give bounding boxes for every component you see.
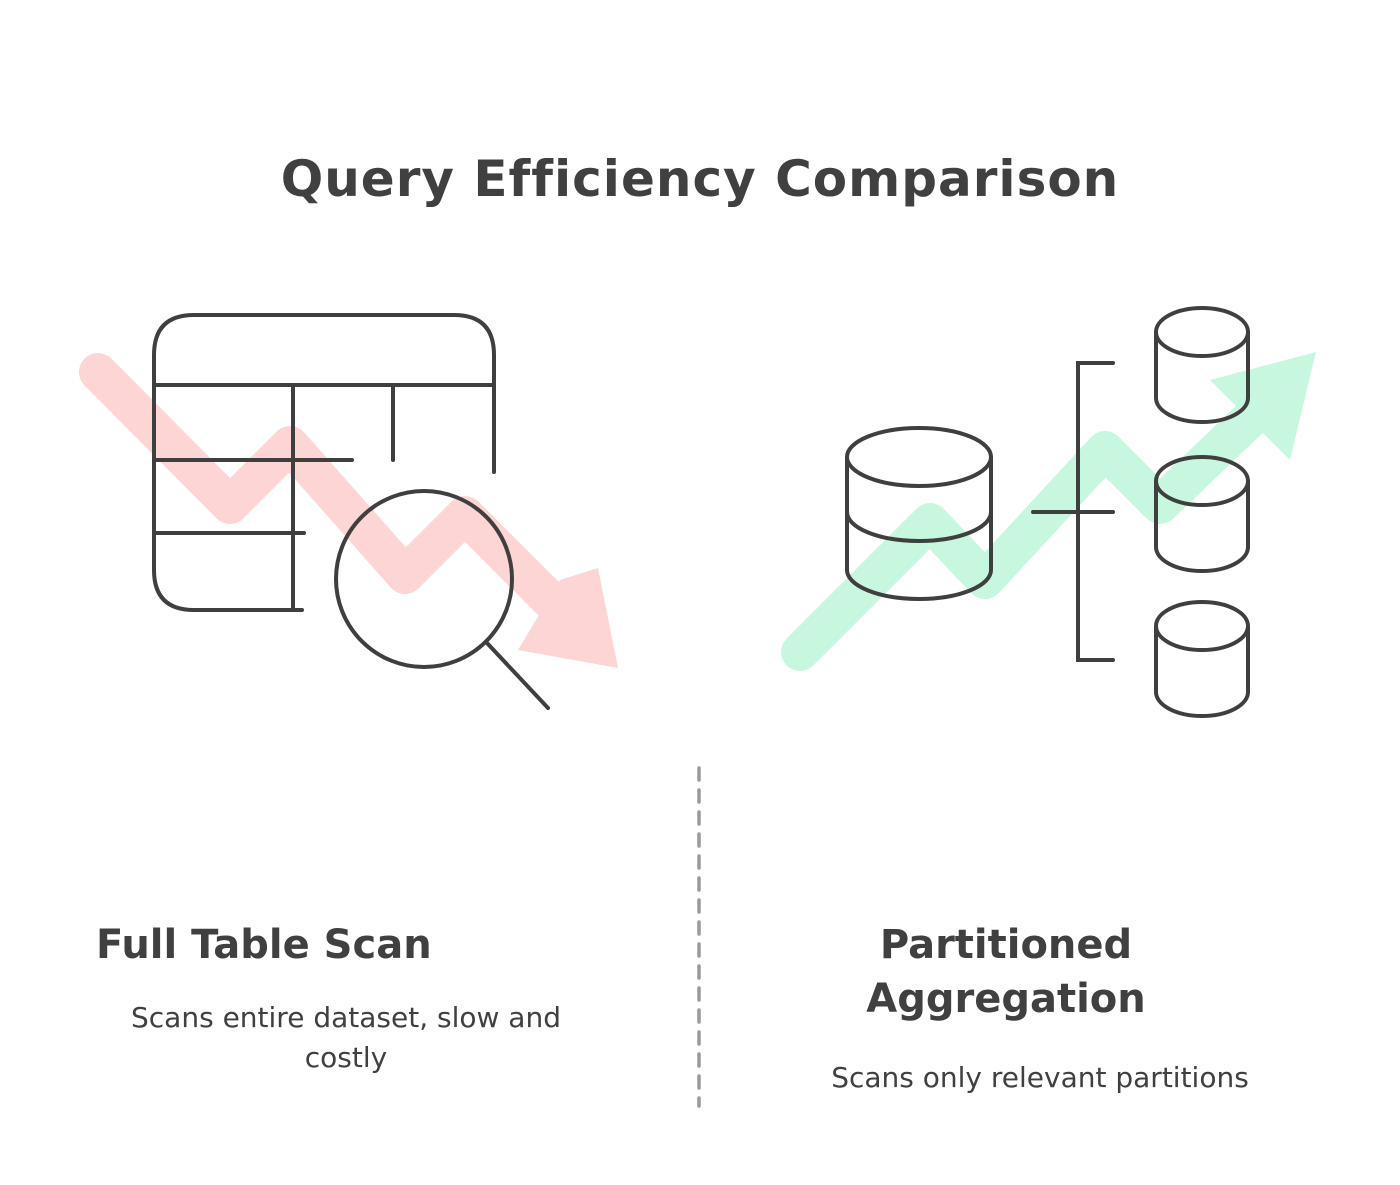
database-icon [845,426,993,601]
partitioned-aggregation-description: Scans only relevant partitions [831,1061,1249,1094]
trend-down-arrow-icon [79,353,618,668]
partitioned-aggregation-heading: Partitioned Aggregation [866,922,1146,1022]
table-icon [152,313,496,612]
trend-up-arrow-icon [781,352,1316,671]
partition-database-icon [1154,600,1250,718]
full-table-scan-heading: Full Table Scan [96,922,432,968]
magnifier-icon [334,489,550,710]
page-title: Query Efficiency Comparison [280,150,1120,208]
full-table-scan-description: Scans entire dataset, slow and costly [131,1001,561,1074]
partition-database-icon [1154,306,1250,424]
partition-connector [1031,361,1115,662]
partition-database-icon [1154,455,1250,573]
